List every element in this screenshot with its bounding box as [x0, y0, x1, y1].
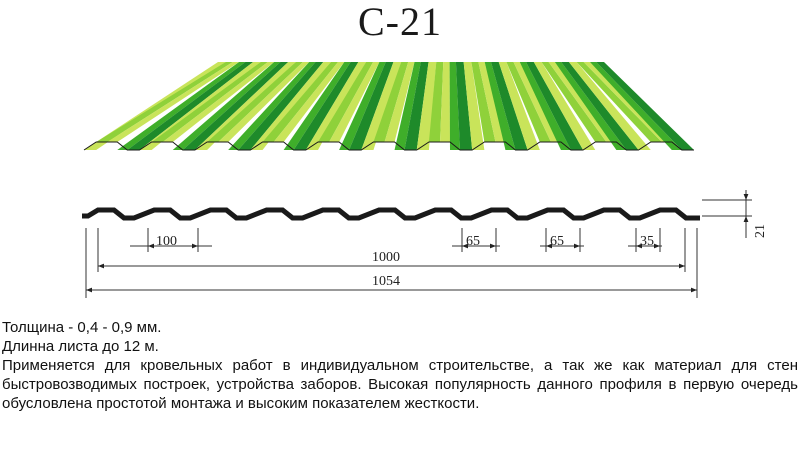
- sheet-band: [349, 62, 394, 150]
- sheet-band: [107, 62, 240, 142]
- sheet-band: [471, 62, 496, 142]
- spec-thickness: Толщина - 0,4 - 0,9 мм.: [2, 319, 162, 336]
- sheet-band: [541, 62, 607, 142]
- profile-line: [82, 207, 700, 221]
- sheet-band: [162, 62, 275, 142]
- spec-length: Длинна листа до 12 м.: [2, 338, 159, 355]
- sheet-band: [151, 62, 268, 142]
- dim-edge-width: 35: [640, 234, 654, 249]
- sheet-band: [478, 62, 506, 142]
- dim-full-width: 1054: [372, 274, 400, 289]
- sheet-band: [172, 62, 281, 150]
- sheet-band: [373, 62, 409, 142]
- sheet-band: [463, 62, 485, 150]
- sheet-band: [498, 62, 540, 150]
- sheet-band: [394, 62, 421, 150]
- sheet-band: [568, 62, 651, 150]
- sheet-band: [554, 62, 627, 150]
- sheet-band: [596, 62, 694, 150]
- page-title: С-21: [358, 0, 442, 44]
- sheet-band: [533, 62, 596, 150]
- sheet-band: [228, 62, 316, 150]
- profile-cross-section: [82, 207, 700, 221]
- sheet-band: [96, 62, 233, 142]
- sheet-band: [117, 62, 246, 150]
- sheet-band: [449, 62, 460, 150]
- sheet-band: [576, 62, 662, 142]
- corrugated-sheet-illustration: [83, 62, 694, 151]
- sheet-band: [305, 62, 367, 150]
- sheet-band: [428, 62, 444, 142]
- sheet-edge: [83, 141, 694, 151]
- sheet-band: [384, 62, 415, 142]
- dim-top-width-2: 65: [550, 234, 564, 249]
- sheet-band: [416, 62, 437, 150]
- sheet-band: [519, 62, 571, 150]
- sheet-band: [207, 62, 303, 142]
- sheet-band: [329, 62, 380, 142]
- sheet-band: [139, 62, 261, 150]
- description-text: Применяется для кровельных работ в индив…: [2, 357, 798, 412]
- sheet-band: [238, 62, 324, 150]
- sheet-band: [561, 62, 639, 150]
- dim-crest-width: 100: [156, 234, 177, 249]
- sheet-band: [293, 62, 359, 150]
- sheet-band: [455, 62, 473, 150]
- sheet-band: [318, 62, 374, 142]
- dim-useful-width: 1000: [372, 250, 400, 265]
- sheet-band: [361, 62, 402, 150]
- sheet-band: [194, 62, 296, 150]
- sheet-band: [506, 62, 551, 142]
- dim-top-width-1: 65: [466, 234, 480, 249]
- sheet-band: [526, 62, 584, 150]
- sheet-band: [589, 62, 682, 150]
- sheet-band: [250, 62, 331, 150]
- sheet-band: [404, 62, 429, 150]
- sheet-band: [127, 62, 254, 150]
- sheet-band: [262, 62, 339, 142]
- dim-height: 21: [753, 224, 768, 238]
- sheet-band: [484, 62, 516, 150]
- sheet-band: [273, 62, 345, 142]
- dimension-lines: [85, 190, 752, 298]
- description-block: Толщина - 0,4 - 0,9 мм. Длинна листа до …: [2, 318, 798, 413]
- sheet-band: [339, 62, 386, 150]
- sheet-band: [283, 62, 351, 150]
- sheet-band: [491, 62, 528, 150]
- profile-diagram: 100 1000 1054 65 65 35 21: [82, 62, 768, 298]
- sheet-band: [218, 62, 310, 142]
- sheet-band: [182, 62, 289, 150]
- sheet-band: [440, 62, 450, 142]
